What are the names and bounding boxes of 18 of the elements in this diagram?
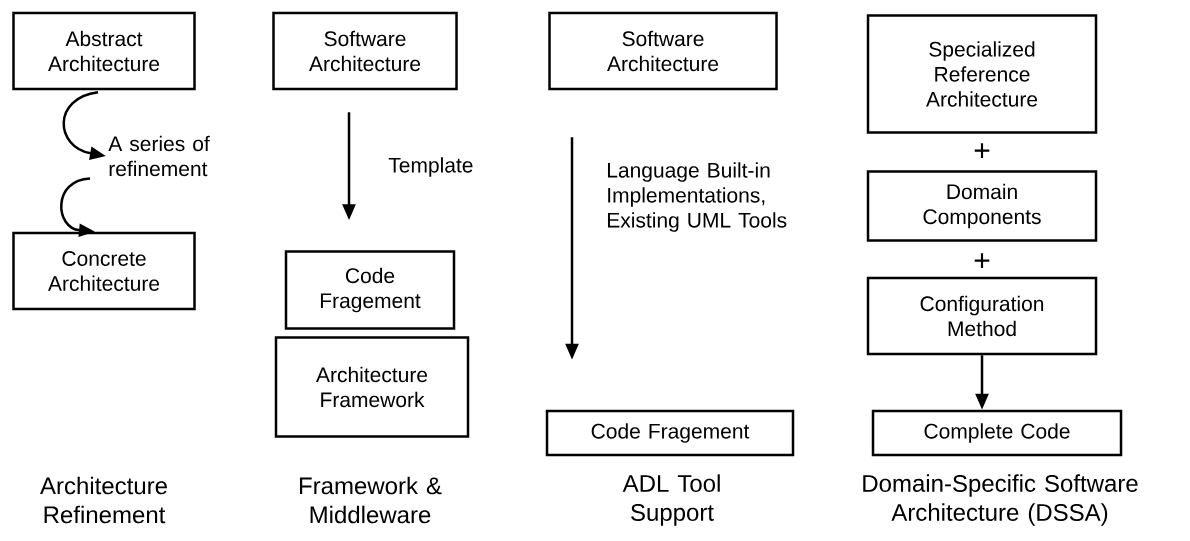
column-caption: Architecture Refinement <box>40 476 167 524</box>
column-caption: Framework & Middleware <box>299 476 442 524</box>
plus-sign: + <box>974 143 990 159</box>
process-box: Abstract Architecture <box>12 11 196 91</box>
process-box: Domain Components <box>866 170 1098 242</box>
annotation-text: A series of refinement <box>108 135 210 177</box>
process-box: Specialized Reference Architecture <box>866 14 1098 134</box>
process-box: Configuration Method <box>866 276 1098 356</box>
process-box: Architecture Framework <box>274 336 470 438</box>
process-box: Code Fragement <box>284 250 456 330</box>
process-box: Software Architecture <box>548 11 778 91</box>
plus-sign: + <box>974 253 990 269</box>
process-box: Software Architecture <box>272 11 458 91</box>
process-box: Complete Code <box>871 409 1123 457</box>
edge-label: Template <box>388 157 473 177</box>
process-box: Concrete Architecture <box>12 231 196 311</box>
edge-label: Language Built-in Implementations, Existing UML Tools <box>608 162 787 232</box>
process-box: Code Fragement <box>545 409 795 457</box>
